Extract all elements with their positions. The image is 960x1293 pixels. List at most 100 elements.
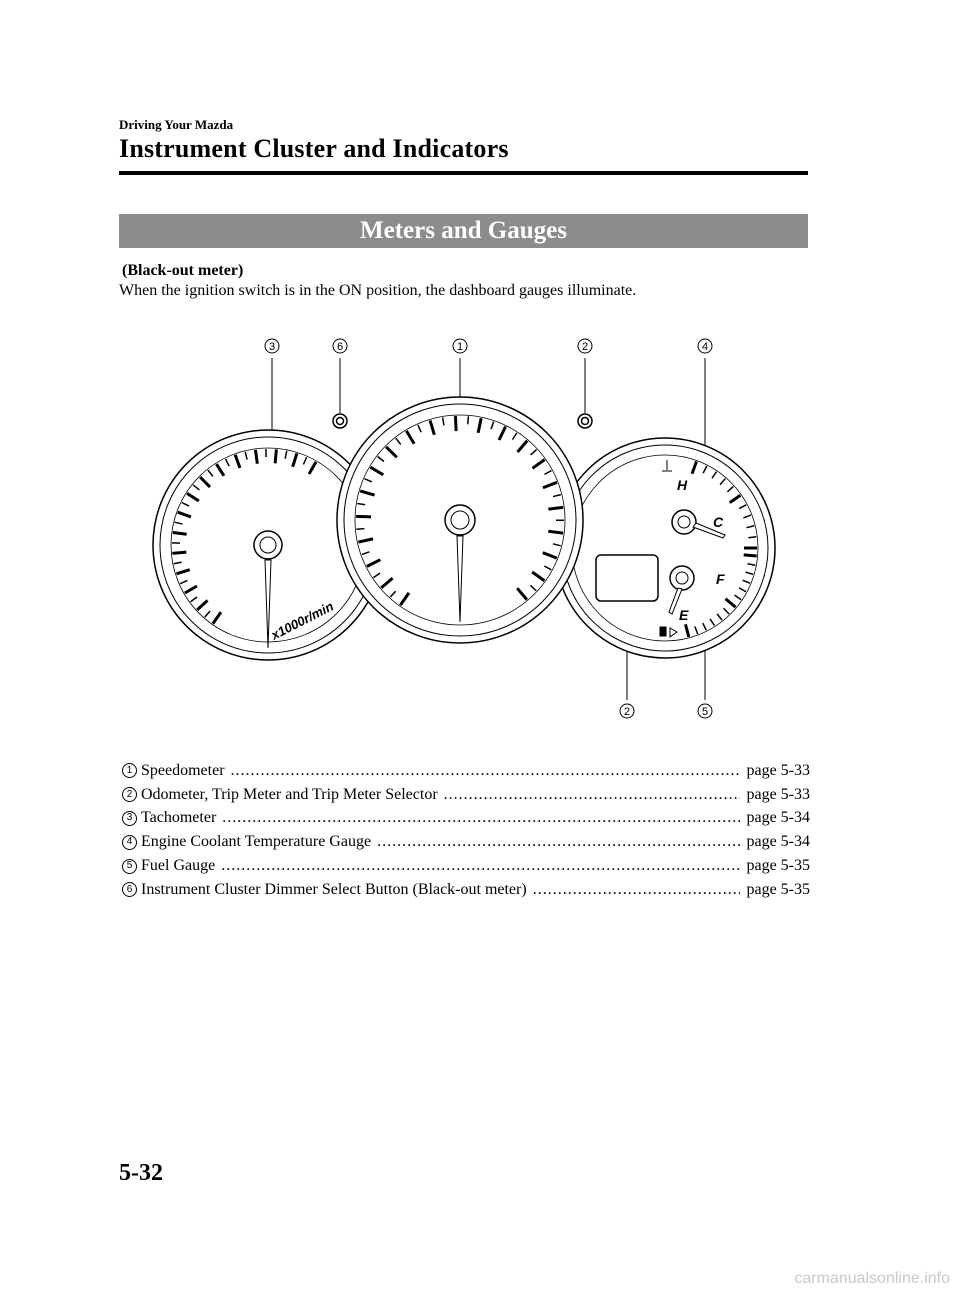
gauge-tick: [702, 465, 708, 474]
gauge-tick: [476, 417, 483, 434]
legend-number: 4: [122, 834, 137, 850]
chapter-title: Instrument Cluster and Indicators: [119, 134, 509, 163]
gauge-tick: [357, 502, 366, 506]
legend-number: 2: [122, 787, 137, 803]
gauge-tick: [530, 449, 538, 456]
gauge-tick: [544, 469, 552, 476]
gauge-tick: [724, 597, 737, 609]
legend-label: Engine Coolant Temperature Gauge: [141, 833, 372, 851]
gauge-tick: [719, 478, 726, 486]
gauge-tick: [177, 510, 192, 519]
component-legend: 1 Speedometer page 5-33 2 Odometer, Trip…: [122, 759, 810, 902]
page-reference: page 5-34: [746, 833, 810, 851]
legend-label: Tachometer: [141, 809, 217, 827]
callout-2-top: 2: [577, 338, 593, 354]
page-reference: page 5-35: [746, 880, 810, 898]
svg-text:6: 6: [337, 341, 343, 353]
callout-2-bottom: 2: [619, 703, 635, 719]
gauge-tick: [711, 471, 718, 479]
leader-dots: [231, 762, 741, 780]
gauge-tick: [192, 484, 200, 491]
page-reference: page 5-35: [746, 857, 810, 875]
legend-row-dimmer-button: 6 Instrument Cluster Dimmer Select Butto…: [122, 878, 810, 902]
gauge-tick: [179, 579, 188, 585]
gauge-tick: [694, 626, 699, 635]
gauge-tick: [742, 579, 751, 584]
gauge-tick: [358, 537, 374, 544]
gauge-tick: [356, 514, 372, 519]
leader-dots: [377, 833, 740, 851]
dimmer-button-right: [577, 413, 593, 429]
gauge-tick: [399, 592, 411, 607]
gauge-tick: [380, 576, 394, 590]
tachometer: x1000r/min: [152, 429, 384, 661]
gauge-tick: [552, 493, 562, 498]
fuel-empty-label: E: [679, 607, 689, 623]
legend-number: 3: [122, 810, 137, 826]
legend-row-coolant-gauge: 4 Engine Coolant Temperature Gauge page …: [122, 830, 810, 854]
dimmer-button-left: [332, 413, 348, 429]
speedometer: [336, 396, 584, 644]
legend-number: 5: [122, 858, 137, 874]
instrument-cluster-diagram: x1000r/min H C F E: [152, 338, 776, 719]
callout-5: 5: [697, 703, 713, 719]
leader-dots: [222, 809, 740, 827]
gauge-tick: [529, 584, 537, 592]
gauge-tick: [748, 536, 757, 539]
gauge-tick: [186, 492, 200, 503]
gauge-tick: [531, 458, 546, 470]
gauge-tick: [683, 623, 691, 638]
watermark: carmanualsonline.info: [794, 1270, 950, 1287]
gauge-tick: [172, 530, 187, 536]
legend-label: Odometer, Trip Meter and Trip Meter Sele…: [141, 785, 438, 803]
gauge-tick: [552, 543, 561, 547]
section-banner: Meters and Gauges: [119, 214, 808, 248]
gauge-tick: [548, 529, 564, 535]
svg-text:1: 1: [457, 341, 463, 353]
legend-label: Speedometer: [141, 761, 225, 779]
gauge-tick: [172, 550, 187, 555]
gauge-tick: [224, 458, 230, 467]
intro-paragraph: When the ignition switch is in the ON po…: [119, 282, 637, 299]
gauge-tick: [746, 525, 755, 529]
gauge-tick: [548, 505, 564, 511]
legend-number: 6: [122, 882, 137, 898]
legend-row-speedometer: 1 Speedometer page 5-33: [122, 759, 810, 783]
page-reference: page 5-33: [746, 785, 810, 803]
gauge-tick: [207, 469, 214, 477]
temp-fuel-gauge: H C F E: [554, 437, 776, 659]
legend-row-fuel-gauge: 5 Fuel Gauge page 5-35: [122, 854, 810, 878]
gauge-tick: [204, 610, 211, 618]
callout-1: 1: [452, 338, 468, 354]
gauge-tick: [244, 451, 248, 460]
temp-high-label: H: [677, 477, 688, 493]
temp-cold-label: C: [713, 514, 724, 530]
gauge-tick: [199, 476, 212, 489]
legend-row-odometer: 2 Odometer, Trip Meter and Trip Meter Se…: [122, 783, 810, 807]
section-label: Driving Your Mazda: [119, 117, 234, 132]
svg-text:5: 5: [702, 706, 708, 718]
gauge-tick: [428, 419, 436, 436]
gauge-tick: [690, 461, 698, 475]
leader-dots: [533, 881, 741, 899]
callout-6: 6: [332, 338, 348, 354]
page-reference: page 5-33: [746, 761, 810, 779]
gauge-tick: [738, 587, 747, 593]
fuel-pump-icon: [659, 626, 678, 638]
callout-3: 3: [264, 338, 280, 354]
gauge-tick: [389, 590, 397, 598]
gauge-tick: [173, 561, 182, 565]
gauge-tick: [738, 504, 747, 510]
legend-number: 1: [122, 763, 137, 779]
gauge-tick: [361, 551, 370, 556]
gauge-tick: [543, 565, 552, 571]
gauge-tick: [196, 599, 209, 611]
gauge-tick: [542, 551, 558, 560]
svg-text:2: 2: [582, 341, 588, 353]
legend-row-tachometer: 3 Tachometer page 5-34: [122, 807, 810, 831]
gauge-tick: [511, 432, 518, 441]
gauge-tick: [395, 437, 402, 445]
gauge-tick: [385, 445, 398, 459]
gauge-tick: [184, 584, 198, 595]
callout-4: 4: [697, 338, 713, 354]
